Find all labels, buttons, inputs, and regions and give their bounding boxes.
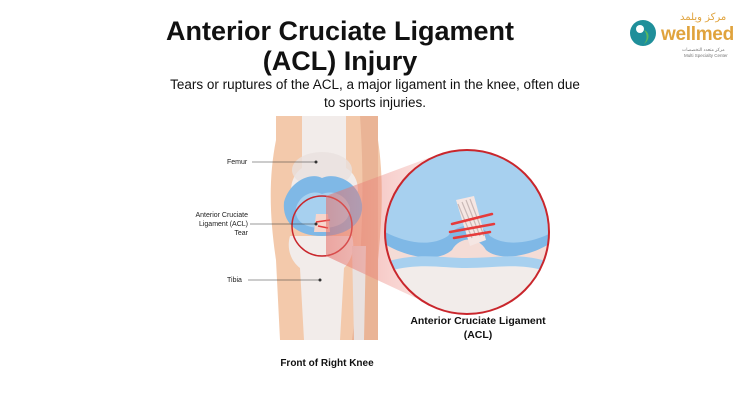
acl-tear-mark <box>448 212 496 240</box>
acl-zoom-caption: Anterior Cruciate Ligament (ACL) <box>410 315 546 341</box>
brand-name: wellmed <box>661 24 734 45</box>
brand-arabic-name: مركز ويلمد <box>680 12 727 23</box>
acl-tear-label: Anterior Cruciate Ligament (ACL) Tear <box>195 212 248 237</box>
page-subtitle: Tears or ruptures of the ACL, a major li… <box>170 77 580 110</box>
tibia-bone <box>288 236 354 340</box>
knee-view-caption: Front of Right Knee <box>280 358 374 369</box>
femur-label: Femur <box>227 159 248 166</box>
page-title: Anterior Cruciate Ligament (ACL) Injury <box>165 16 515 76</box>
acl-zoom-ring <box>384 149 550 315</box>
brand-logo-block: مركز ويلمد wellmed مركز متعدد التخصصات M… <box>628 12 740 58</box>
brand-arabic-tagline: مركز متعدد التخصصات <box>682 47 725 52</box>
brand-tagline: Multi Specialty Center <box>684 53 728 58</box>
tibia-label: Tibia <box>227 277 242 284</box>
wellmed-logo-icon <box>630 20 656 46</box>
